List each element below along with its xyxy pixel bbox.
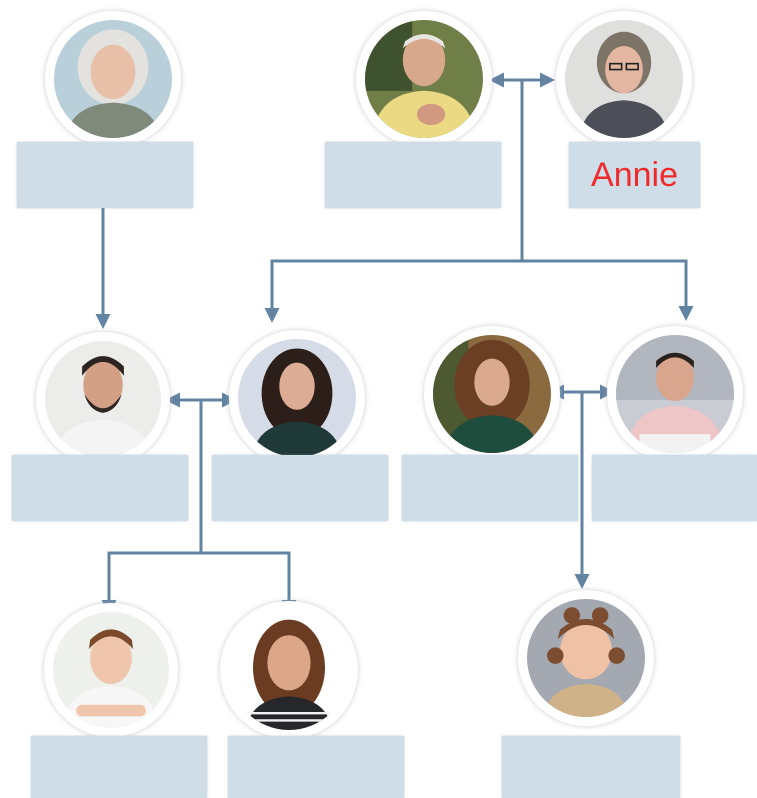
girl-avatar[interactable] (220, 601, 358, 739)
mother-left-avatar[interactable] (229, 330, 365, 466)
grandmother-annie-name-box[interactable]: Annie (569, 142, 700, 208)
grandmother-left-name-box[interactable] (17, 142, 193, 208)
father-left-avatar[interactable] (36, 332, 170, 466)
grandmother-left-avatar[interactable] (45, 11, 181, 147)
toddler-avatar[interactable] (518, 590, 654, 726)
children-branch-line (264, 259, 694, 323)
toddler-name-box[interactable] (502, 736, 680, 798)
grandfather-avatar[interactable] (356, 11, 492, 147)
left-children-branch-line (101, 551, 297, 615)
man-right-avatar[interactable] (607, 326, 743, 462)
grandfather-name-box[interactable] (325, 142, 501, 208)
boy-name-box[interactable] (31, 736, 207, 798)
girl-name-box[interactable] (228, 736, 404, 798)
father-left-name-box[interactable] (12, 455, 188, 521)
boy-avatar[interactable] (44, 603, 178, 737)
woman-right-avatar[interactable] (424, 326, 560, 462)
woman-right-name-box[interactable] (402, 455, 578, 521)
mother-left-name-box[interactable] (212, 455, 388, 521)
man-right-name-box[interactable] (592, 455, 757, 521)
grandmother-annie-avatar[interactable] (556, 11, 692, 147)
